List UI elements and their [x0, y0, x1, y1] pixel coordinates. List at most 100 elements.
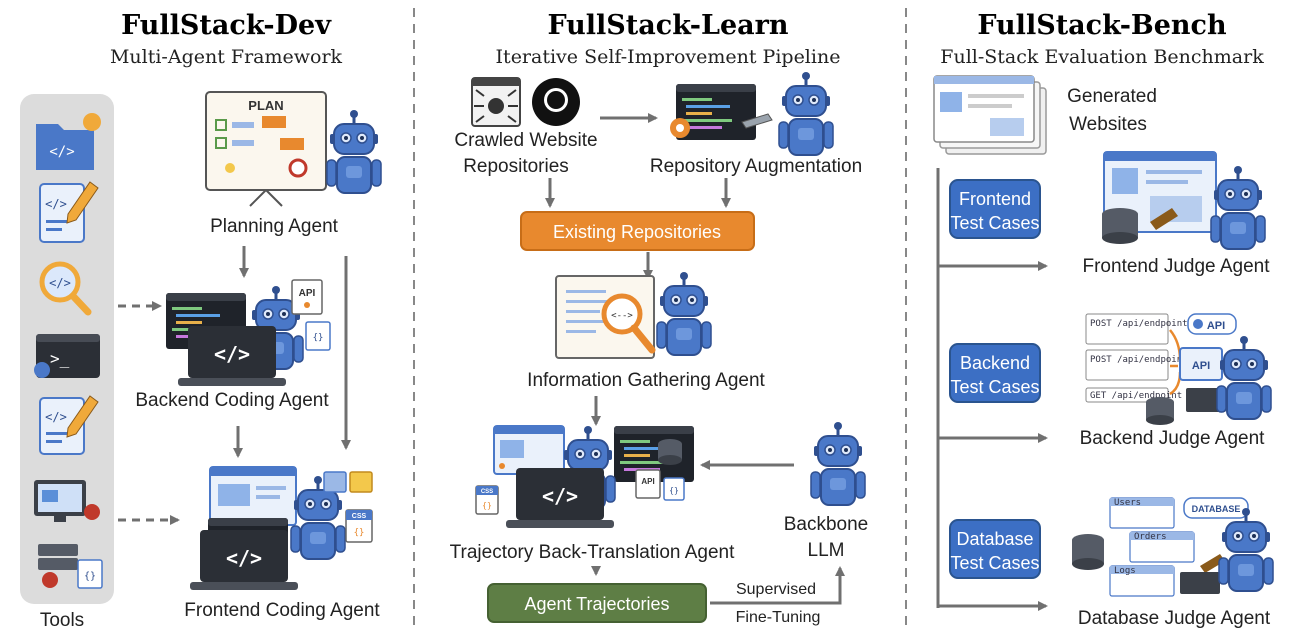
- frontend-laptop: [190, 530, 298, 590]
- api-requests-panel: POST /api/endpoint POST /api/endpoint GE…: [1085, 313, 1188, 403]
- plan-board-icon: PLAN: [205, 91, 327, 207]
- dev-title: FullStack-Dev: [121, 10, 332, 41]
- db-badge-label: DATABASE: [1192, 504, 1241, 514]
- frontend-judge-robot: [1209, 164, 1267, 251]
- table-users-label: Users: [1114, 498, 1141, 508]
- learn-title: FullStack-Learn: [547, 10, 788, 41]
- svg-text:<-->: <-->: [611, 311, 633, 321]
- backend-judge-laptop: [1186, 388, 1226, 412]
- database-tests-line1: Database: [956, 529, 1033, 549]
- crawled-line1: Crawled Website: [454, 130, 597, 151]
- backend-judge-database-icon: [1146, 397, 1174, 425]
- svg-text:</>: </>: [49, 144, 74, 160]
- code-edit-icon: </>: [39, 181, 99, 243]
- svg-text:{}: {}: [482, 501, 492, 510]
- backend-tests-line1: Backend: [960, 353, 1030, 373]
- svg-text:{}: {}: [354, 528, 365, 538]
- backend-judge-label: Backend Judge Agent: [1080, 428, 1266, 449]
- json-doc-icon: {}: [305, 321, 331, 351]
- tools-label: Tools: [40, 610, 84, 631]
- css-file-icon: CSS {}: [475, 485, 499, 515]
- terminal-icon: >_: [34, 334, 100, 378]
- crawled-line2: Repositories: [463, 156, 569, 177]
- code-edit-icon-2: </>: [39, 395, 99, 455]
- database-judge-robot: [1217, 506, 1275, 593]
- svg-text:{}: {}: [669, 486, 679, 495]
- backend-tests-line2: Test Cases: [950, 377, 1039, 397]
- backend-agent-label: Backend Coding Agent: [135, 390, 329, 411]
- code-search-icon: </>: [39, 261, 92, 316]
- info-robot: [655, 270, 713, 357]
- backbone-line2: LLM: [808, 540, 845, 561]
- frontend-judge-website: [1103, 151, 1217, 233]
- augmentation-label: Repository Augmentation: [650, 156, 862, 177]
- trajectory-laptop: [506, 468, 614, 528]
- trajectory-agent-label: Trajectory Back-Translation Agent: [450, 542, 735, 563]
- bench-title: FullStack-Bench: [977, 10, 1227, 41]
- plan-word: PLAN: [248, 98, 283, 113]
- database-gavel-icon: [1200, 554, 1225, 573]
- table-logs-label: Logs: [1114, 566, 1136, 576]
- svg-text:</>: </>: [45, 410, 67, 424]
- backend-laptop: [178, 326, 286, 386]
- backend-judge-robot: [1215, 334, 1273, 421]
- api-badge-icon: API: [1187, 313, 1237, 335]
- database-judge-laptop: [1180, 572, 1220, 594]
- database-tests-line2: Test Cases: [950, 553, 1039, 573]
- frontend-tests-line2: Test Cases: [950, 213, 1039, 233]
- document-magnifier-icon: <-->: [555, 275, 656, 359]
- svg-text:{}: {}: [84, 571, 96, 582]
- request-1: POST /api/endpoint: [1090, 319, 1188, 329]
- svg-text:</>: </>: [49, 276, 71, 290]
- api-server-icon: API: [1179, 347, 1223, 381]
- db-cylinder-icon: [1072, 534, 1104, 570]
- augment-robot: [777, 70, 835, 157]
- db-tables-panel: Users Orders Logs: [1109, 497, 1195, 597]
- generated-line1: Generated: [1067, 86, 1157, 107]
- api-word: API: [299, 288, 316, 299]
- learn-subtitle: Iterative Self-Improvement Pipeline: [496, 46, 841, 68]
- svg-text:{}: {}: [313, 333, 324, 343]
- agent-trajectories-pill: [487, 583, 707, 623]
- svg-text:</>: </>: [45, 197, 67, 211]
- api-badge-server: API: [1192, 360, 1210, 372]
- existing-label: Existing Repositories: [553, 222, 721, 242]
- table-orders-label: Orders: [1134, 532, 1167, 542]
- arrow-sft-to-backbone: [710, 566, 845, 605]
- info-agent-label: Information Gathering Agent: [527, 370, 765, 391]
- frontend-gavel-icon: [1150, 208, 1178, 230]
- database-badge-icon: DATABASE: [1183, 497, 1249, 519]
- image-icon: [323, 471, 373, 493]
- sft-line1: Supervised: [736, 581, 816, 598]
- github-icon: [532, 78, 580, 126]
- server-bug-icon: {}: [38, 544, 103, 589]
- existing-repositories-pill: [520, 211, 755, 251]
- learn-section: FullStack-Learn Iterative Self-Improveme…: [450, 10, 869, 626]
- frontend-browser-window: [209, 466, 297, 526]
- frontend-test-cases-box: [949, 179, 1041, 239]
- planning-robot: [325, 108, 383, 195]
- debug-monitor-icon: [34, 480, 100, 522]
- database-test-cases-box: [949, 519, 1041, 579]
- svg-text:>_: >_: [50, 349, 70, 368]
- gear-icon: [670, 118, 690, 138]
- folder-code-icon: </>: [36, 113, 101, 170]
- backend-test-cases-box: [949, 343, 1041, 403]
- css-word: CSS: [352, 513, 367, 520]
- database-icon: [658, 439, 682, 465]
- css-doc-icon: CSS {}: [345, 509, 373, 543]
- api-badge-label: API: [1207, 320, 1225, 332]
- dev-section: FullStack-Dev Multi-Agent Framework </> …: [20, 10, 383, 631]
- dev-subtitle: Multi-Agent Framework: [110, 46, 343, 68]
- database-judge-label: Database Judge Agent: [1078, 608, 1271, 629]
- wrench-icon: [741, 113, 773, 129]
- api-doc-icon: API: [291, 279, 323, 315]
- sft-line2: Fine-Tuning: [736, 609, 821, 626]
- bench-subtitle: Full-Stack Evaluation Benchmark: [940, 46, 1264, 68]
- agent-trajectories-label: Agent Trajectories: [524, 594, 669, 614]
- trajectory-browser-window: [493, 425, 565, 475]
- backbone-line1: Backbone: [784, 514, 869, 535]
- crawler-spider-icon: [471, 77, 521, 127]
- bench-section: FullStack-Bench Full-Stack Evaluation Be…: [933, 10, 1275, 629]
